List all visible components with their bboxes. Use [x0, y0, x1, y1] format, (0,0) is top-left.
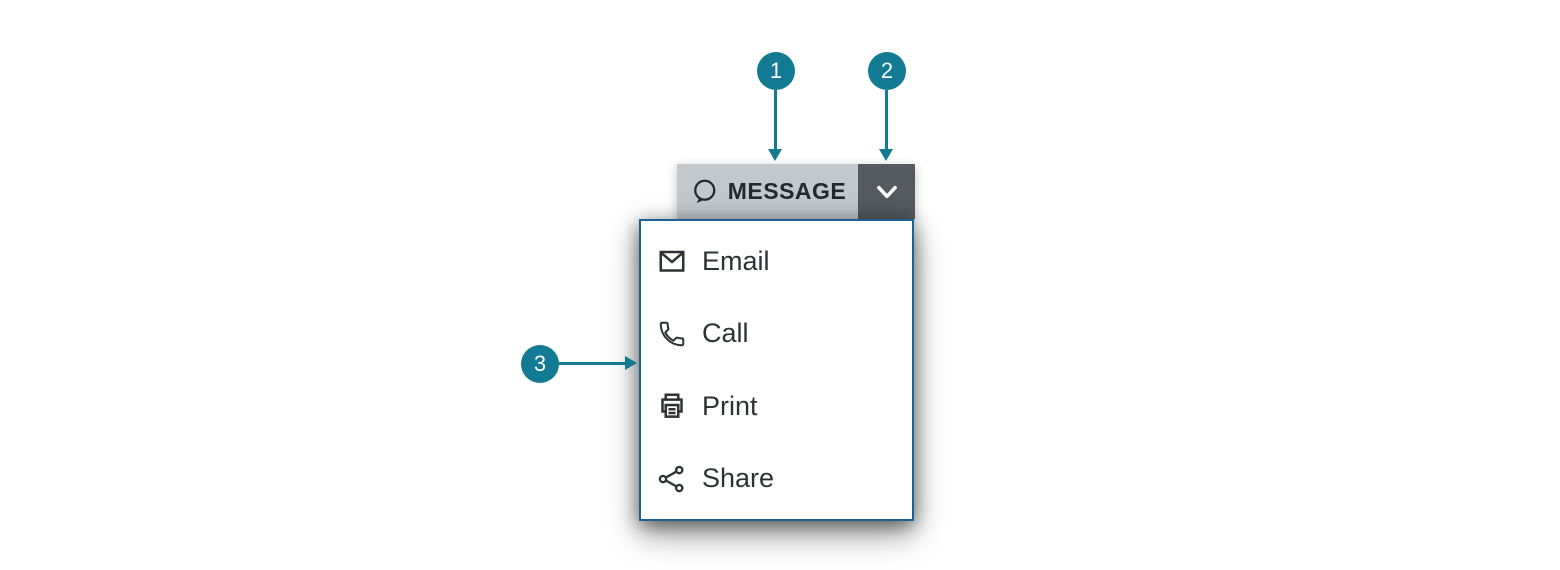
menu-item-share[interactable]: Share [641, 442, 912, 515]
print-icon [657, 391, 687, 421]
menu-item-call[interactable]: Call [641, 297, 912, 370]
callout-arrowhead-1 [768, 149, 782, 161]
callout-badge-2: 2 [868, 52, 906, 90]
call-icon [657, 319, 687, 349]
callout-number: 3 [533, 351, 547, 376]
share-icon [657, 464, 687, 494]
menu-item-label: Email [702, 245, 770, 276]
menu-item-email[interactable]: Email [641, 225, 912, 298]
message-button[interactable]: MESSAGE [677, 164, 858, 219]
callout-number: 2 [880, 58, 894, 83]
chevron-down-icon [872, 177, 902, 207]
menu-item-label: Print [702, 390, 758, 421]
dropdown-menu: Email Call Print [639, 219, 914, 521]
menu-item-print[interactable]: Print [641, 370, 912, 443]
message-split-button: MESSAGE [677, 164, 915, 219]
callout-arrow-3 [559, 362, 626, 365]
callout-badge-1: 1 [757, 52, 795, 90]
email-icon [657, 246, 687, 276]
menu-item-label: Call [702, 318, 749, 349]
callout-arrowhead-3 [625, 356, 637, 370]
callout-badge-3: 3 [521, 345, 559, 383]
callout-arrowhead-2 [879, 149, 893, 161]
callout-number: 1 [769, 58, 783, 83]
message-bubble-icon [689, 177, 719, 207]
dropdown-toggle-button[interactable] [858, 164, 915, 219]
menu-item-label: Share [702, 463, 775, 494]
message-button-label: MESSAGE [727, 178, 847, 204]
callout-arrow-2 [885, 90, 888, 150]
callout-arrow-1 [774, 90, 777, 150]
